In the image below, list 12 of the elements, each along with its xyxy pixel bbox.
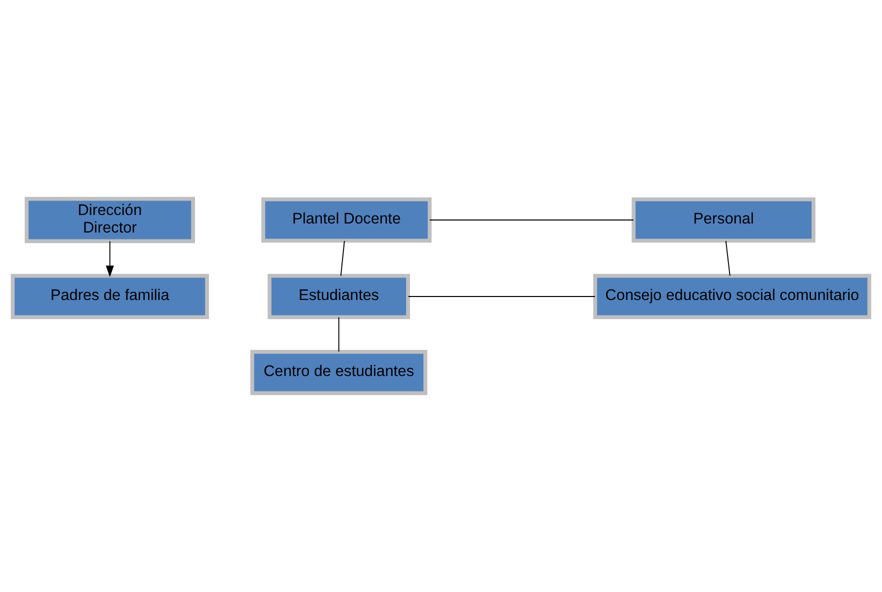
node-box: Plantel Docente xyxy=(261,197,432,243)
connector xyxy=(338,316,340,352)
connector xyxy=(725,240,730,276)
node-box: Dirección Director xyxy=(24,196,195,244)
arrow xyxy=(106,240,114,278)
node-box: Centro de estudiantes xyxy=(250,350,428,396)
node-box: Consejo educativo social comunitario xyxy=(593,274,872,320)
node-box: Personal xyxy=(632,197,816,243)
connector xyxy=(340,240,345,276)
node-box: Estudiantes xyxy=(268,274,410,320)
connector xyxy=(408,296,596,297)
node-box: Padres de familia xyxy=(10,274,209,320)
